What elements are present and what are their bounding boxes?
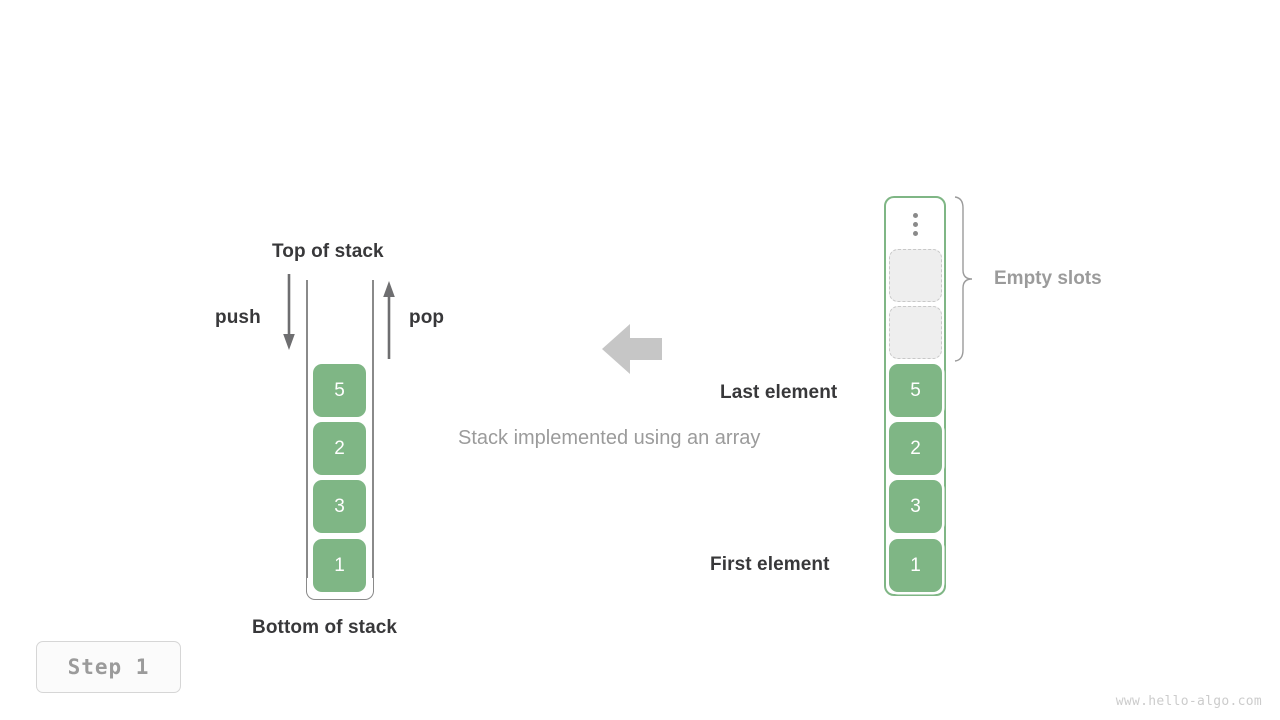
first-element-label: First element (710, 554, 830, 575)
top-of-stack-label: Top of stack (272, 241, 384, 262)
bottom-of-stack-label: Bottom of stack (252, 617, 398, 638)
empty-slots-brace-icon (954, 196, 973, 362)
left-arrow-icon (602, 324, 662, 374)
array-cell: 2 (889, 422, 942, 475)
stack-wall-right (372, 280, 374, 592)
stack-cell: 2 (313, 422, 366, 475)
pop-label: pop (409, 307, 445, 328)
ellipsis-dot (913, 212, 918, 218)
pop-arrow-icon (383, 281, 395, 359)
array-cell: 5 (889, 364, 942, 417)
stack-cell: 1 (313, 539, 366, 592)
empty-slots-label: Empty slots (994, 268, 1102, 289)
array-cell: 1 (889, 539, 942, 592)
ellipsis-icon (889, 202, 942, 246)
array-empty-slot (889, 249, 942, 302)
ellipsis-dot (913, 230, 918, 236)
array-empty-slot (889, 306, 942, 359)
step-badge: Step 1 (36, 641, 181, 693)
last-element-label: Last element (720, 382, 838, 403)
watermark: www.hello-algo.com (1115, 694, 1262, 709)
stack-wall-left (306, 280, 308, 592)
array-cell: 3 (889, 480, 942, 533)
diagram-caption: Stack implemented using an array (458, 427, 761, 449)
stack-cell: 3 (313, 480, 366, 533)
stack-cell: 5 (313, 364, 366, 417)
ellipsis-dot (913, 221, 918, 227)
push-arrow-icon (283, 274, 295, 350)
push-label: push (215, 307, 261, 328)
